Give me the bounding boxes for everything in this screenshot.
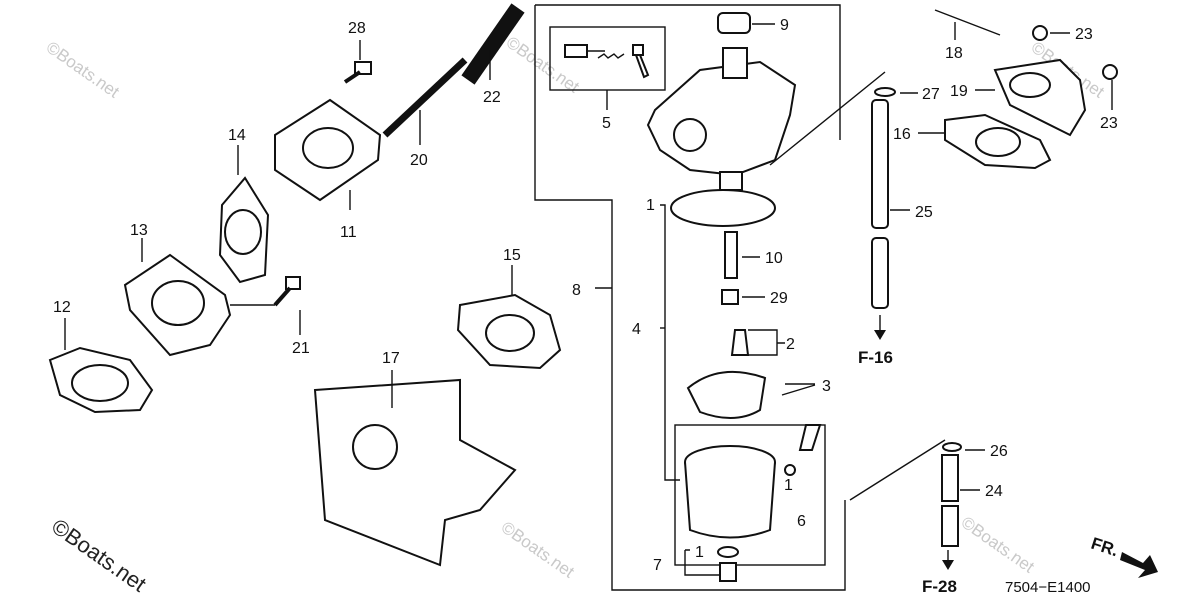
nut-23b-icon (1102, 64, 1118, 110)
label-part-19: 19 (950, 83, 968, 100)
cap-icon (717, 12, 775, 34)
float-chamber-icon (674, 424, 826, 566)
label-part-3: 3 (822, 378, 831, 395)
label-part-21: 21 (292, 340, 310, 357)
label-part-5: 5 (602, 115, 611, 132)
label-part-13: 13 (130, 222, 148, 239)
frame-diagonal-upper (769, 71, 886, 166)
diagram-code: 7504−E1400 (1005, 579, 1091, 596)
label-part-17: 17 (382, 350, 400, 367)
hose-25-icon (871, 99, 910, 309)
stud-icon (382, 57, 468, 145)
gasket-12-icon (48, 318, 154, 414)
label-part-14: 14 (228, 127, 246, 144)
gasket-15-icon (456, 265, 562, 370)
label-part-11: 11 (340, 224, 357, 241)
heat-shield-icon (313, 370, 517, 567)
ref-f16: F-16 (858, 348, 893, 367)
label-part-15: 15 (503, 247, 521, 264)
arrow-f28-icon (942, 550, 954, 570)
label-part-1b: 1 (784, 477, 793, 494)
label-part-27: 27 (922, 86, 940, 103)
label-part-23b: 23 (1100, 115, 1118, 132)
drain-screw-icon (684, 546, 739, 582)
gasket-14-icon (218, 145, 270, 284)
float-icon (686, 370, 816, 420)
label-part-26: 26 (990, 443, 1008, 460)
label-part-6: 6 (797, 513, 806, 530)
watermark-5: ©Boats.net (958, 513, 1038, 577)
label-part-20: 20 (410, 152, 428, 169)
insulator-icon (274, 98, 382, 210)
screw-set-icon (564, 44, 650, 79)
front-arrow-icon (1120, 552, 1158, 578)
valve-icon (730, 329, 785, 356)
carburetor-frame (534, 4, 846, 591)
label-part-1c: 1 (695, 544, 704, 561)
ref-f28: F-28 (922, 577, 957, 596)
label-part-29: 29 (770, 290, 788, 307)
needle-icon (724, 231, 760, 279)
o-ring-icon (660, 189, 776, 481)
label-part-9: 9 (780, 17, 789, 34)
watermark-4: ©Boats.net (498, 518, 578, 582)
label-part-8: 8 (572, 282, 581, 299)
arrow-f16-icon (874, 315, 886, 340)
jet-icon (721, 289, 765, 305)
label-part-25: 25 (915, 204, 933, 221)
bolt-21-icon (230, 276, 301, 335)
label-part-7: 7 (653, 557, 662, 574)
label-part-1a: 1 (646, 197, 655, 214)
label-part-2: 2 (786, 336, 795, 353)
label-part-10: 10 (765, 250, 783, 267)
clamp-26-icon (942, 442, 985, 452)
watermark-2: ©Boats.net (503, 33, 583, 97)
hose-24-icon (941, 454, 980, 547)
label-part-23a: 23 (1075, 26, 1093, 43)
gasket-16-icon (918, 113, 1052, 170)
tube-22-icon (461, 3, 525, 85)
bolt-28-icon (343, 40, 372, 84)
clip-18-icon (934, 9, 1001, 40)
ref-front: FR. (1089, 534, 1121, 561)
label-part-12: 12 (53, 299, 71, 316)
frame-diagonal-lower (849, 439, 946, 501)
label-part-24: 24 (985, 483, 1003, 500)
watermark-1: ©Boats.net (43, 38, 123, 102)
label-part-18: 18 (945, 45, 963, 62)
gasket-13-icon (123, 238, 232, 357)
carburetor-body-icon (646, 47, 797, 191)
label-part-4: 4 (632, 321, 641, 338)
label-part-16: 16 (893, 126, 911, 143)
nut-23a-icon (1032, 25, 1070, 41)
watermark-logo: ©Boats.net (47, 514, 151, 597)
label-part-22: 22 (483, 89, 501, 106)
clamp-27-icon (874, 87, 918, 97)
elbow-19-icon (975, 58, 1087, 137)
label-part-28: 28 (348, 20, 366, 37)
